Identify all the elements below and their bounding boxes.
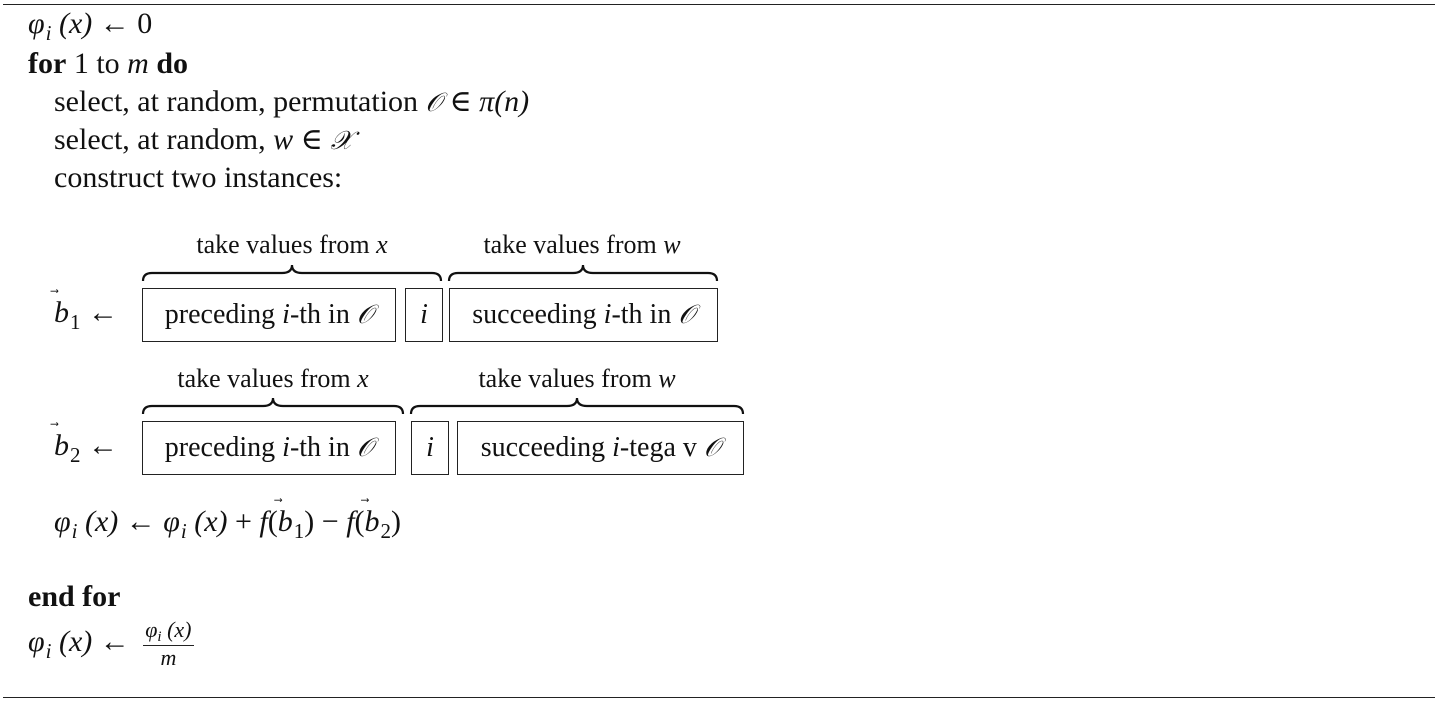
element-of: ∈: [300, 123, 323, 156]
bottom-rule: [3, 697, 1435, 698]
phi-subscript: i: [45, 638, 52, 663]
init-value: 0: [137, 7, 153, 40]
instance1-box-succeeding: succeeding i-th in 𝒪: [449, 288, 718, 342]
assign-arrow: ←: [125, 505, 156, 538]
instance1-brace-left: [141, 264, 443, 282]
sample-var: w: [273, 123, 294, 156]
instance2-lhs: ⃗b2 ←: [54, 428, 118, 467]
fraction: φi (x) m: [143, 617, 194, 670]
assign-arrow: ←: [88, 296, 118, 329]
keyword-do: do: [156, 47, 189, 80]
phi-symbol: φ: [54, 505, 71, 538]
phi-argument: (x): [58, 624, 93, 658]
construct-text: construct two instances:: [54, 161, 343, 194]
instance2-box-preceding: preceding i-th in 𝒪: [142, 421, 396, 475]
phi-argument: (x): [84, 505, 119, 538]
phi-argument: (x): [58, 7, 93, 40]
instance1-box-index: i: [405, 288, 443, 342]
sample-text: select, at random,: [54, 123, 266, 156]
assign-arrow: ←: [99, 7, 130, 40]
permutation-step: select, at random, permutation 𝒪 ∈ π(n): [54, 84, 529, 121]
update-line: φi (x) ← φi (x) + f(⃗b1) − f(⃗b2): [54, 505, 402, 543]
instance1-box-preceding: preceding i-th in 𝒪: [142, 288, 396, 342]
vector-b2-subscript: 2: [70, 443, 81, 467]
phi-subscript: i: [71, 519, 78, 543]
for-line: for 1 to m do: [28, 46, 188, 82]
assign-arrow: ←: [88, 429, 118, 462]
range-to: to: [96, 47, 120, 80]
phi-symbol: φ: [28, 624, 45, 658]
instance2-brace-right: [409, 397, 745, 415]
sample-set: 𝒳: [330, 126, 353, 156]
instance1-brace-right-label: take values from w: [483, 230, 681, 259]
plus-sign: +: [235, 505, 252, 538]
end-for-keyword: end for: [28, 580, 121, 613]
function-f2: f: [346, 505, 355, 538]
final-line: φi (x) ← φi (x) m: [28, 618, 194, 670]
permutation-text: select, at random, permutation: [54, 85, 419, 118]
init-line: φi (x) ← 0: [28, 6, 153, 45]
vector-b1-arg: ⃗b: [277, 505, 293, 538]
range-end: m: [127, 47, 149, 80]
fraction-denominator: m: [160, 645, 177, 670]
instance2-brace-right-label: take values from w: [478, 364, 676, 393]
vector-b1-subscript: 1: [70, 310, 81, 334]
instance1-lhs: ⃗b1 ←: [54, 295, 118, 334]
instance2-box-succeeding: succeeding i-tega v 𝒪: [457, 421, 744, 475]
minus-sign: −: [321, 505, 339, 538]
instance1-brace-right: [447, 264, 719, 282]
construct-step: construct two instances:: [54, 160, 342, 196]
permutation-set-arg: (n): [494, 85, 530, 118]
rhs-phi-argument: (x): [194, 505, 228, 538]
phi-symbol: φ: [28, 7, 45, 40]
permutation-set: π: [479, 85, 495, 118]
permutation-symbol: 𝒪: [425, 88, 442, 118]
rhs-phi-subscript: i: [180, 519, 187, 543]
instance1-brace-left-label: take values from x: [196, 230, 388, 259]
vector-b1: ⃗b: [54, 296, 69, 329]
instance2-brace-left-label: take values from x: [177, 364, 369, 393]
keyword-for: for: [28, 47, 67, 80]
rhs-phi: φ: [163, 505, 180, 538]
assign-arrow: ←: [99, 624, 130, 658]
top-rule: [3, 4, 1435, 5]
function-f1: f: [259, 505, 268, 538]
element-of: ∈: [449, 85, 472, 118]
instance2-box-index: i: [411, 421, 449, 475]
range-start: 1: [73, 47, 89, 80]
vector-b2: ⃗b: [54, 429, 69, 462]
fraction-numerator: φi (x): [143, 617, 194, 646]
sample-step: select, at random, w ∈ 𝒳: [54, 122, 353, 159]
phi-subscript: i: [45, 21, 52, 45]
vector-b2-arg: ⃗b: [364, 505, 380, 538]
instance2-brace-left: [141, 397, 405, 415]
